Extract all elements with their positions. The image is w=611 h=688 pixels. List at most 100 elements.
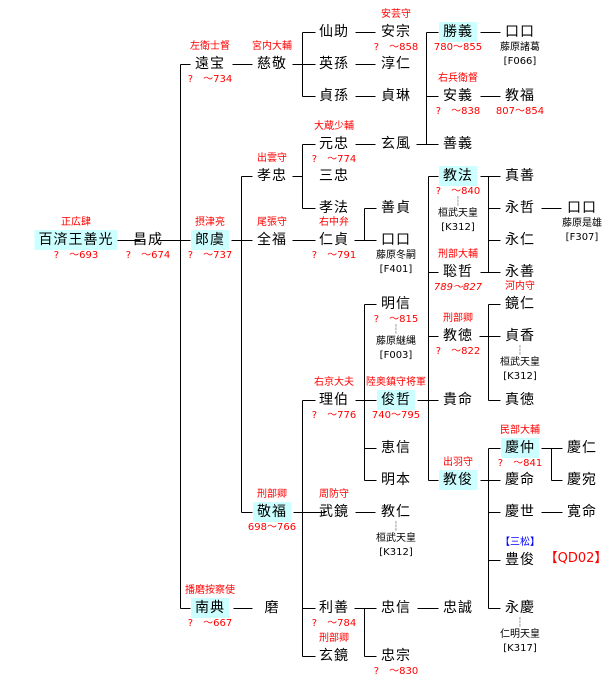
clan-label: 【三松】: [500, 537, 540, 548]
office-title: 陸奥鎮守将軍: [366, 377, 426, 388]
person-name: 口口: [505, 24, 535, 40]
life-dates: 807～854: [495, 106, 545, 117]
reference-code: [K312]: [379, 547, 413, 558]
reference-code: [F003]: [379, 350, 413, 361]
reference-tag: 【QD02】: [544, 551, 608, 566]
life-dates: ? ～737: [187, 250, 233, 261]
life-dates: ? ～784: [311, 618, 357, 629]
reference-code: [K317]: [503, 643, 537, 654]
parent-name: 藤原是雄: [562, 218, 602, 229]
office-title: 大蔵少輔: [314, 121, 354, 132]
person-name: 口口: [567, 200, 597, 216]
person-name: 英孫: [319, 56, 349, 72]
office-title: 尾張守: [257, 217, 287, 228]
person-name: 教福: [505, 88, 535, 104]
person-name: 郎虞: [191, 230, 229, 250]
life-dates: ? ～693: [53, 250, 99, 261]
person-name: 貞香: [505, 328, 535, 344]
office-title: 民部大輔: [500, 425, 540, 436]
person-name: 淳仁: [381, 56, 411, 72]
person-name: 全福: [257, 232, 287, 248]
person-name: 忠信: [381, 600, 411, 616]
office-title: 刑部卿: [443, 313, 473, 324]
office-title: 周防守: [319, 489, 349, 500]
person-name: 慶仲: [501, 438, 539, 458]
person-name: 慶世: [505, 504, 535, 520]
office-title: 左衛士督: [190, 41, 230, 52]
office-title: 刑部卿: [257, 489, 287, 500]
person-name: 恵信: [381, 440, 411, 456]
person-name: 永善: [505, 264, 535, 280]
person-name: 聡哲: [443, 264, 473, 280]
person-name: 真善: [505, 168, 535, 184]
person-name: 貴命: [443, 392, 473, 408]
life-dates: 780～855: [433, 42, 483, 53]
person-name: 百済王善光: [34, 230, 118, 250]
life-dates: 740～795: [371, 410, 421, 421]
person-name: 三忠: [319, 168, 349, 184]
lineage-link-icon: ┆: [517, 618, 523, 628]
parent-name: 藤原継縄: [376, 336, 416, 347]
life-dates: ? ～822: [435, 346, 481, 357]
person-name: 俊哲: [377, 390, 415, 410]
office-title: 右京大夫: [314, 377, 354, 388]
lineage-link-icon: ┆: [393, 325, 399, 335]
person-name: 慶仁: [567, 440, 597, 456]
person-name: 勝義: [439, 22, 477, 42]
office-title: 安芸守: [381, 9, 411, 20]
person-name: 利善: [319, 600, 349, 616]
person-name: 仙助: [319, 24, 349, 40]
life-dates: 698～766: [247, 522, 297, 533]
person-name: 玄風: [381, 136, 411, 152]
person-name: 磨: [264, 600, 280, 616]
person-name: 善義: [443, 136, 473, 152]
person-name: 明本: [381, 472, 411, 488]
person-name: 寛命: [567, 504, 597, 520]
person-name: 教仁: [381, 504, 411, 520]
parent-name: 藤原冬嗣: [376, 250, 416, 261]
life-dates: ? ～674: [125, 250, 171, 261]
person-name: 元忠: [319, 136, 349, 152]
person-name: 豊俊: [505, 552, 535, 568]
person-name: 真徳: [505, 392, 535, 408]
office-title: 播磨按察使: [185, 585, 235, 596]
person-name: 永慶: [505, 600, 535, 616]
office-title: 右兵衛督: [438, 73, 478, 84]
person-name: 鏡仁: [505, 296, 535, 312]
life-dates: ? ～776: [311, 410, 357, 421]
person-name: 理伯: [319, 392, 349, 408]
life-dates: ? ～774: [311, 154, 357, 165]
person-name: 孝忠: [257, 168, 287, 184]
person-name: 慶宛: [567, 472, 597, 488]
person-name: 永哲: [505, 200, 535, 216]
person-name: 永仁: [505, 232, 535, 248]
office-title: 摂津亮: [195, 217, 225, 228]
parent-name: 桓武天皇: [438, 208, 478, 219]
parent-name: 桓武天皇: [376, 533, 416, 544]
office-title: 出雲守: [257, 153, 287, 164]
person-name: 玄鏡: [319, 648, 349, 664]
person-name: 南典: [191, 598, 229, 618]
office-title: 刑部卿: [319, 633, 349, 644]
person-name: 口口: [381, 232, 411, 248]
life-dates: ? ～734: [187, 74, 233, 85]
person-name: 昌成: [133, 232, 163, 248]
office-title: 刑部大輔: [438, 249, 478, 260]
person-name: 武鏡: [319, 504, 349, 520]
reference-code: [F066]: [503, 56, 537, 67]
life-dates: ? ～838: [435, 106, 481, 117]
person-name: 貞琳: [381, 88, 411, 104]
parent-name: 仁明天皇: [500, 629, 540, 640]
reference-code: [K312]: [441, 222, 475, 233]
lineage-link-icon: ┆: [455, 197, 461, 207]
person-name: 善貞: [381, 200, 411, 216]
person-name: 貞孫: [319, 88, 349, 104]
life-dates: ? ～840: [435, 186, 481, 197]
reference-code: [F307]: [565, 232, 599, 243]
office-title: 正広肆: [61, 217, 91, 228]
person-name: 慶命: [505, 472, 535, 488]
person-name: 敬福: [253, 502, 291, 522]
lineage-link-icon: ┆: [517, 346, 523, 356]
